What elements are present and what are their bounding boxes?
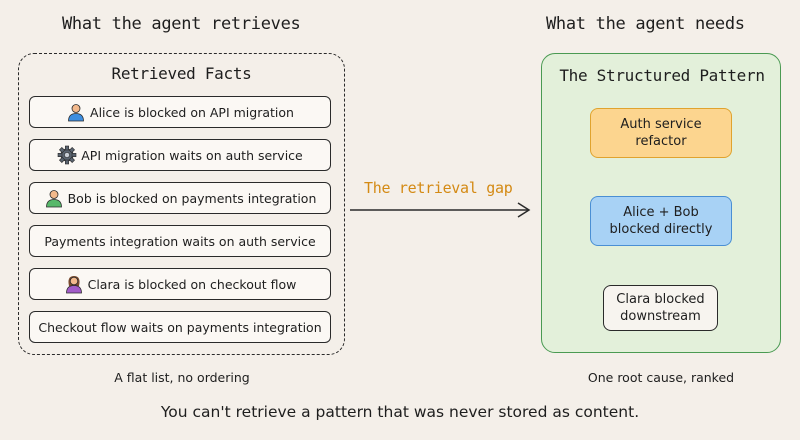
retrieved-facts-panel: Retrieved Facts Alice is blocked on API … [18,53,345,355]
fact-label: Checkout flow waits on payments integrat… [38,319,322,335]
fact-label: API migration waits on auth service [81,147,303,163]
right-caption: One root cause, ranked [587,370,735,385]
left-heading: What the agent retrieves [62,14,301,34]
root-cause-node: Auth service refactor [590,108,732,158]
fact-item: Alice is blocked on API migration [29,96,331,128]
node-line: downstream [620,309,701,324]
right-heading: What the agent needs [546,14,745,34]
retrieval-gap-label: The retrieval gap [364,179,513,197]
node-line: blocked directly [609,222,713,237]
fact-label: Alice is blocked on API migration [90,104,294,120]
fact-label: Clara is blocked on checkout flow [87,276,297,292]
node-line: refactor [635,134,687,149]
downstream-node: Clara blocked downstream [603,285,718,331]
retrieval-gap-arrow [350,202,531,218]
node-line: Auth service [620,117,702,132]
node-line: Clara blocked [616,292,705,307]
person-blue-icon [66,102,86,122]
left-caption: A flat list, no ordering [114,370,250,385]
person-purple-icon [64,274,84,294]
fact-label: Payments integration waits on auth servi… [44,233,316,249]
structured-pattern-title: The Structured Pattern [559,66,765,85]
gear-icon [57,145,77,165]
node-line: Alice + Bob [623,205,699,220]
direct-impact-node: Alice + Bob blocked directly [590,196,732,246]
person-green-icon [44,188,64,208]
retrieved-facts-title: Retrieved Facts [111,64,252,83]
fact-item: Clara is blocked on checkout flow [29,268,331,300]
fact-item: Bob is blocked on payments integration [29,182,331,214]
fact-item: API migration waits on auth service [29,139,331,171]
fact-item: Payments integration waits on auth servi… [29,225,331,257]
fact-label: Bob is blocked on payments integration [67,190,317,206]
footer-statement: You can't retrieve a pattern that was ne… [160,403,640,421]
fact-item: Checkout flow waits on payments integrat… [29,311,331,343]
